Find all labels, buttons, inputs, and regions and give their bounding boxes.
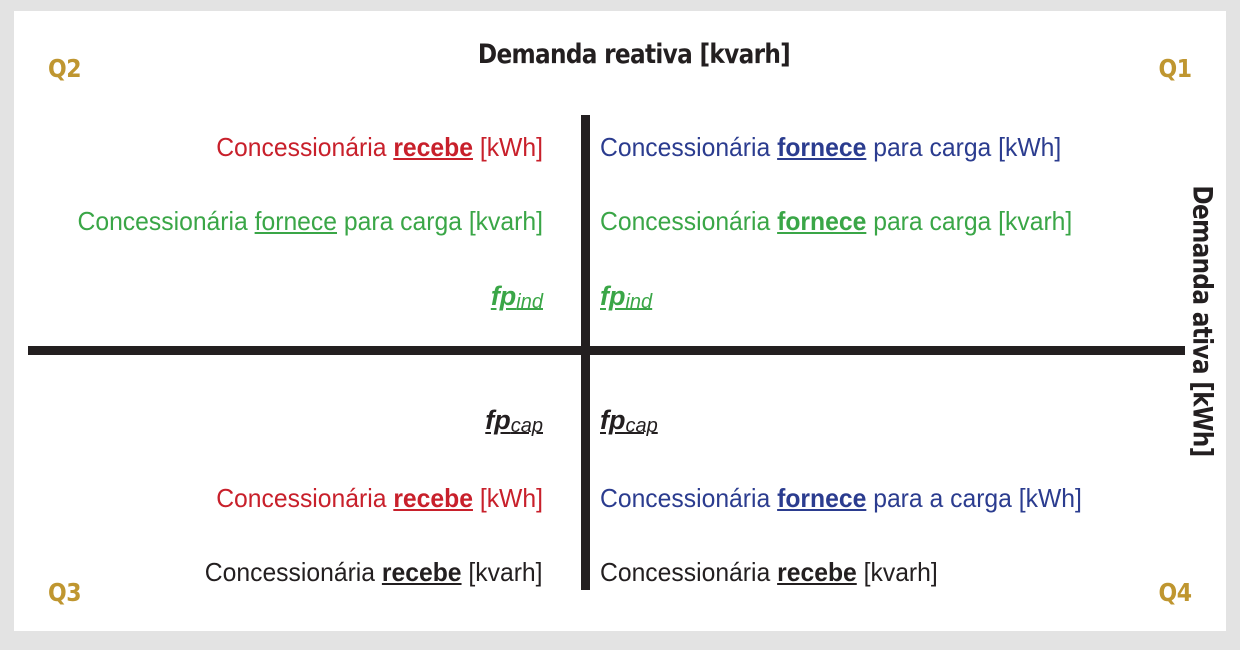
q1-line1-emphasis: fornece xyxy=(777,132,867,162)
q2-line2-emphasis: fornece xyxy=(254,206,338,236)
vertical-axis-line xyxy=(581,115,590,590)
q2-line2-prefix: Concessionária xyxy=(77,206,255,236)
q1-line1-prefix: Concessionária xyxy=(600,132,778,162)
q1-line1-suffix: para carga [kWh] xyxy=(866,132,1062,162)
q3-statement-active-power: Concessionária recebe [kWh] xyxy=(216,482,543,514)
q4-line2-prefix: Concessionária xyxy=(600,557,778,587)
q2-power-factor-subscript: ind xyxy=(516,291,543,313)
q3-line2-suffix: [kvarh] xyxy=(462,557,543,587)
q2-line1-prefix: Concessionária xyxy=(216,132,394,162)
q3-power-factor-subscript: cap xyxy=(510,415,543,437)
q3-line2-prefix: Concessionária xyxy=(205,557,383,587)
quadrant-label-q4: Q4 xyxy=(1158,578,1193,607)
top-axis-title: Demanda reativa [kvarh] xyxy=(477,39,791,70)
q4-power-factor-subscript: cap xyxy=(625,415,658,437)
q4-statement-reactive-power: Concessionária recebe [kvarh] xyxy=(600,556,938,588)
q1-line2-emphasis: fornece xyxy=(777,206,867,236)
q1-line2-prefix: Concessionária xyxy=(600,206,778,236)
q4-power-factor-base: fp xyxy=(600,405,626,435)
q1-statement-reactive-power: Concessionária fornece para carga [kvarh… xyxy=(600,205,1072,237)
q3-line1-suffix: [kWh] xyxy=(473,483,543,513)
quadrant-label-q2: Q2 xyxy=(48,54,82,83)
q3-power-factor-base: fp xyxy=(485,405,511,435)
q1-power-factor-base: fp xyxy=(600,281,626,311)
q2-line1-emphasis: recebe xyxy=(393,132,474,162)
q4-statement-active-power: Concessionária fornece para a carga [kWh… xyxy=(600,482,1082,514)
diagram-panel: Demanda reativa [kvarh] Demanda ativa [k… xyxy=(14,11,1226,631)
q3-line1-prefix: Concessionária xyxy=(216,483,394,513)
quadrant-label-q3: Q3 xyxy=(48,578,82,607)
q2-line2-suffix: para carga [kvarh] xyxy=(337,206,543,236)
q4-power-factor: fpcap xyxy=(600,405,658,437)
q2-statement-active-power: Concessionária recebe [kWh] xyxy=(216,131,543,163)
q3-line1-emphasis: recebe xyxy=(393,483,474,513)
right-axis-title-container: Demanda ativa [kWh] xyxy=(1182,176,1222,466)
q3-line2-emphasis: recebe xyxy=(382,557,463,587)
q2-line1-suffix: [kWh] xyxy=(473,132,543,162)
q4-line1-prefix: Concessionária xyxy=(600,483,778,513)
q4-line2-emphasis: recebe xyxy=(777,557,857,587)
q1-statement-active-power: Concessionária fornece para carga [kWh] xyxy=(600,131,1061,163)
q3-statement-reactive-power: Concessionária recebe [kvarh] xyxy=(205,556,543,588)
q4-line2-suffix: [kvarh] xyxy=(856,557,938,587)
horizontal-axis-line xyxy=(28,346,1185,355)
quadrant-label-q1: Q1 xyxy=(1158,54,1193,83)
q1-power-factor: fpind xyxy=(600,281,653,313)
q1-power-factor-subscript: ind xyxy=(625,291,653,313)
q4-line1-emphasis: fornece xyxy=(777,483,867,513)
q4-line1-suffix: para a carga [kWh] xyxy=(866,483,1082,513)
right-axis-title: Demanda ativa [kWh] xyxy=(1186,185,1218,457)
q1-line2-suffix: para carga [kvarh] xyxy=(866,206,1073,236)
q2-statement-reactive-power: Concessionária fornece para carga [kvarh… xyxy=(78,205,543,237)
q3-power-factor: fpcap xyxy=(485,405,543,437)
q2-power-factor: fpind xyxy=(490,281,543,313)
q2-power-factor-base: fp xyxy=(490,281,517,311)
